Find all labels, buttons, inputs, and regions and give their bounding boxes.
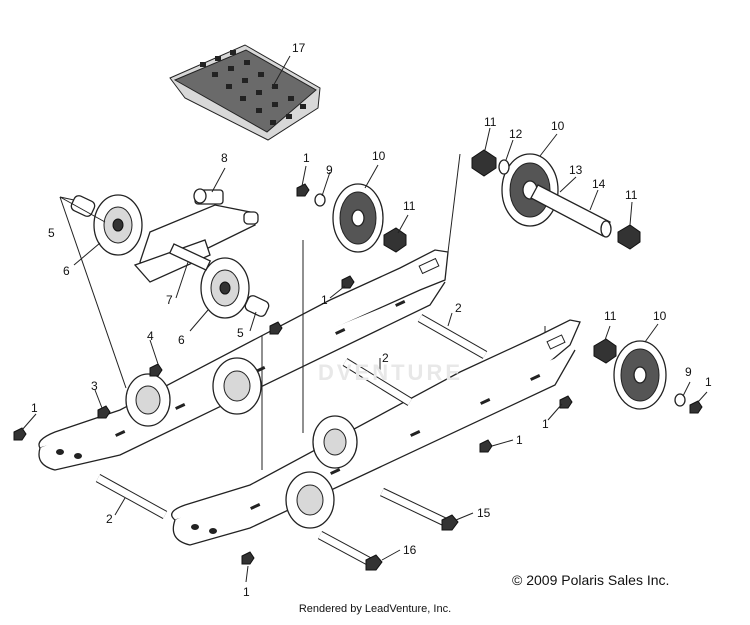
- callout-4: 4: [147, 329, 154, 343]
- part-7-axle: [168, 243, 212, 271]
- part-1-bolts: [13, 183, 703, 565]
- part-5-spacers: [70, 195, 270, 317]
- cross-shafts: [95, 314, 488, 567]
- leader-lines: [21, 127, 708, 583]
- callout-7: 7: [166, 293, 173, 307]
- callout-1: 1: [243, 585, 250, 599]
- callout-9: 9: [326, 163, 333, 177]
- footer-credit: Rendered by LeadVenture, Inc.: [298, 603, 452, 615]
- callout-2: 2: [106, 512, 113, 526]
- callout-1: 1: [303, 151, 310, 165]
- callout-1: 1: [321, 293, 328, 307]
- callout-8: 8: [221, 151, 228, 165]
- callout-13: 13: [569, 163, 583, 177]
- callout-5: 5: [48, 226, 55, 240]
- callout-1: 1: [705, 375, 712, 389]
- callout-15: 15: [477, 506, 491, 520]
- callout-5: 5: [237, 326, 244, 340]
- callout-3: 3: [91, 379, 98, 393]
- callout-10: 10: [372, 149, 386, 163]
- part-10-wheel-upper-left: [332, 183, 384, 253]
- callout-16: 16: [403, 543, 417, 557]
- callout-1: 1: [516, 433, 523, 447]
- part-3-4-bolts: [97, 321, 283, 419]
- part-10-wheel-upper-right: [501, 153, 559, 227]
- part-15-16-bolts: [365, 514, 459, 571]
- part-10-wheel-lower-right: [613, 340, 667, 410]
- callout-2: 2: [455, 301, 462, 315]
- callout-labels: 17 8 1 9 10 11 12 10 13 14 11 11 5 6 7 1…: [31, 41, 712, 599]
- right-slide-rail: [171, 319, 581, 546]
- part-6-wheels: [93, 194, 250, 319]
- callout-6: 6: [178, 333, 185, 347]
- part-17-track-clips: [169, 44, 321, 141]
- copyright-text: © 2009 Polaris Sales Inc.: [512, 572, 670, 588]
- callout-11: 11: [403, 199, 416, 213]
- part-8-wheel-arm: [133, 188, 256, 283]
- callout-1: 1: [542, 417, 549, 431]
- callout-12: 12: [509, 127, 523, 141]
- part-14-shaft: [530, 184, 612, 238]
- callout-2: 2: [382, 351, 389, 365]
- callout-9: 9: [685, 365, 692, 379]
- callout-11: 11: [604, 309, 617, 323]
- callout-14: 14: [592, 177, 606, 191]
- part-11-caps: [383, 149, 641, 364]
- callout-6: 6: [63, 264, 70, 278]
- callout-10: 10: [551, 119, 565, 133]
- part-9-12-washers: [314, 159, 686, 407]
- callout-11: 11: [484, 115, 497, 129]
- rail-idler-wheels: [125, 357, 358, 529]
- watermark: DVENTURE: [318, 360, 464, 385]
- callout-1: 1: [31, 401, 38, 415]
- callout-11: 11: [625, 188, 638, 202]
- callout-17: 17: [292, 41, 306, 55]
- callout-10: 10: [653, 309, 667, 323]
